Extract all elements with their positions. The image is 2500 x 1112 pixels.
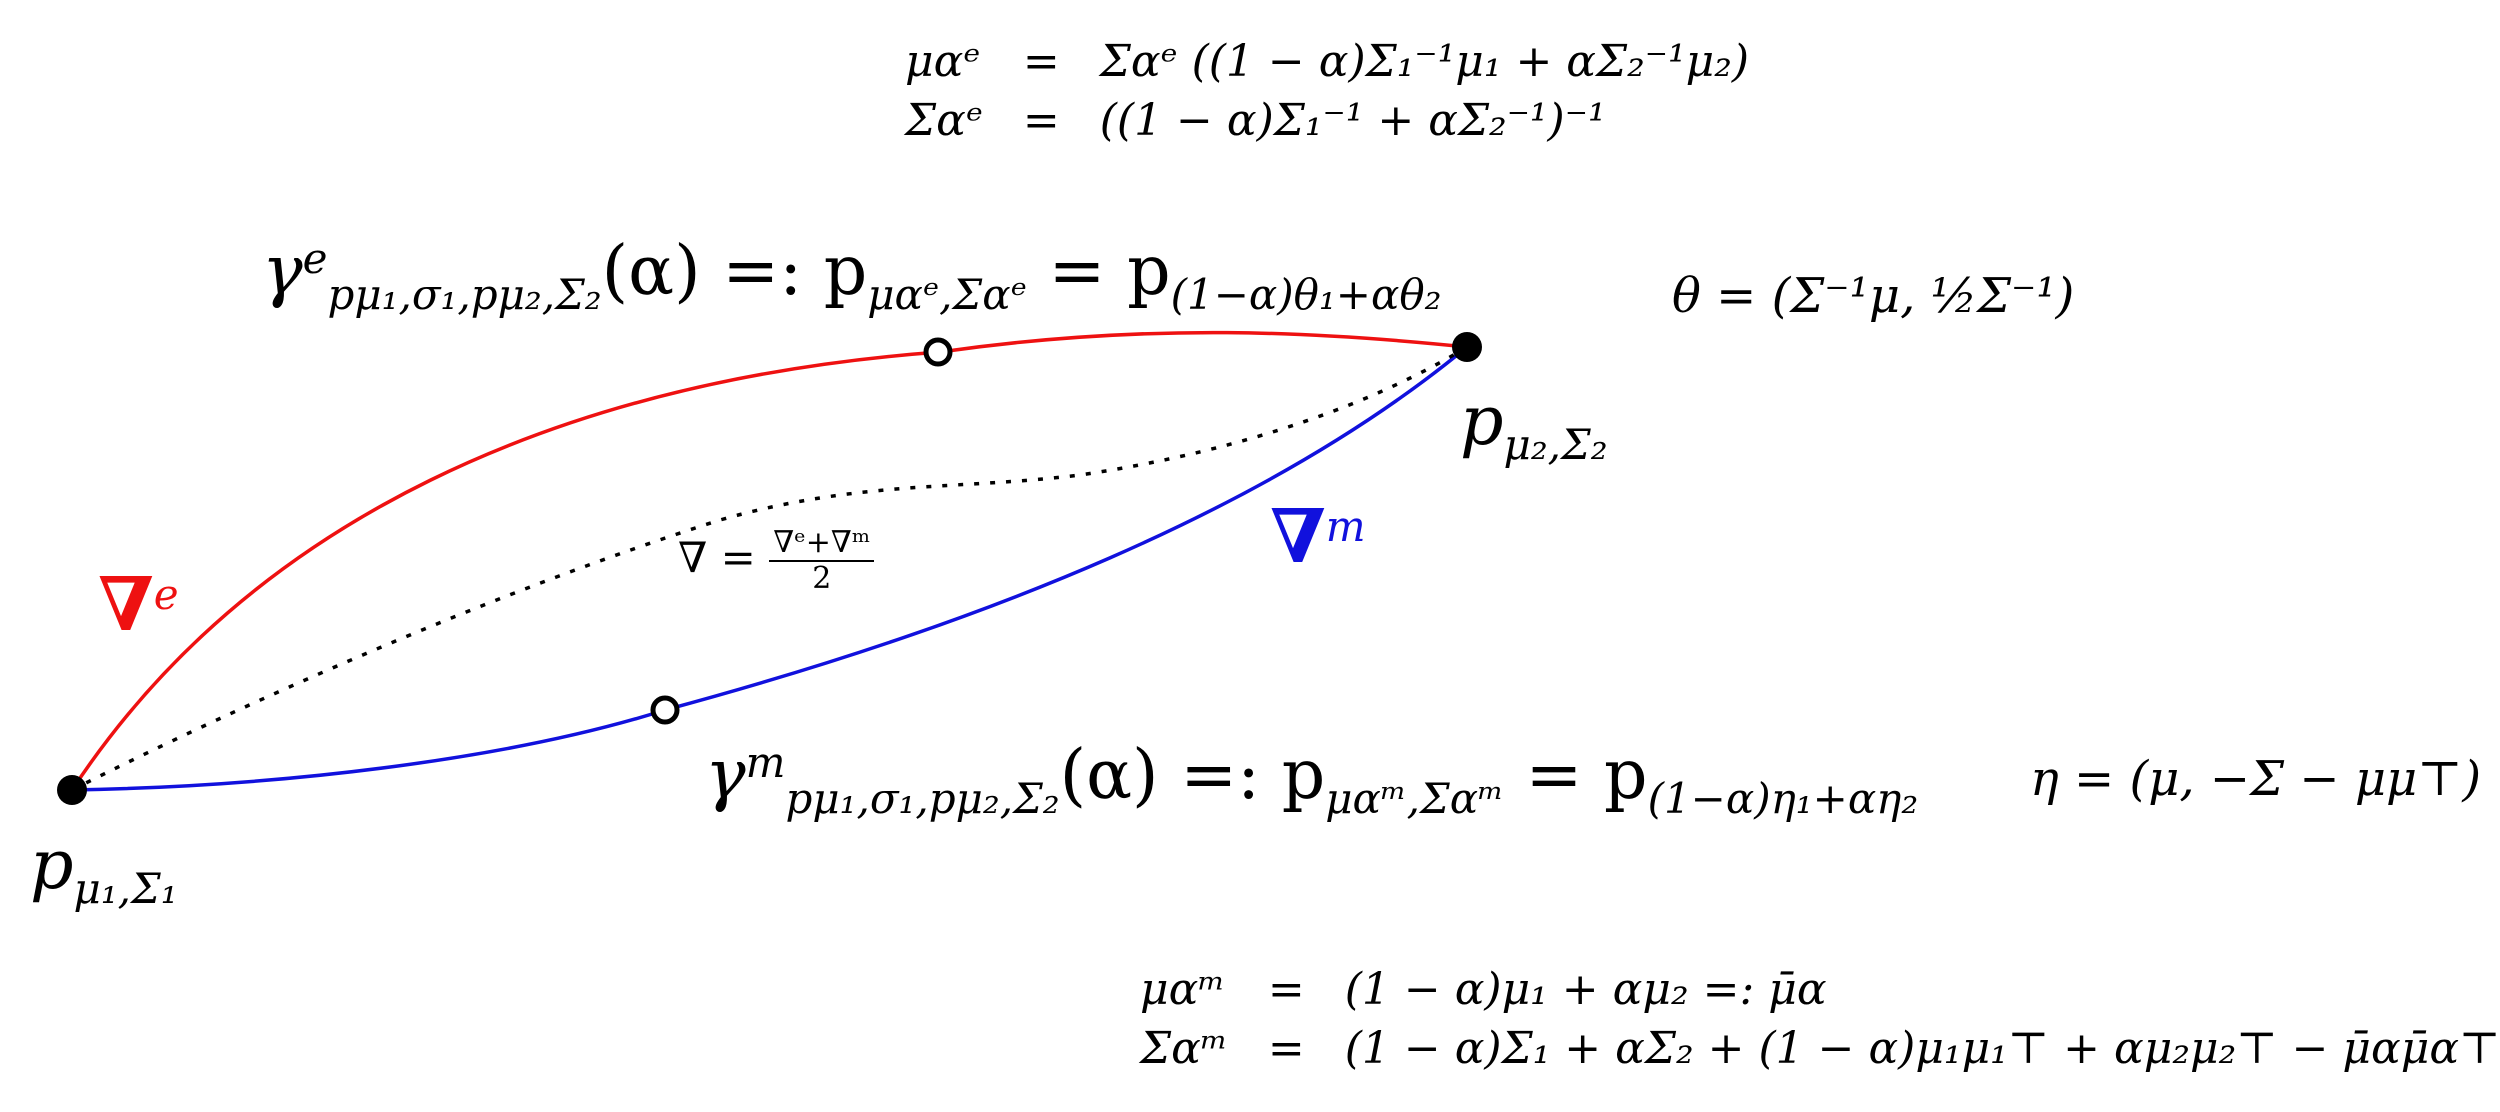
nabla-e-sup: e xyxy=(153,570,179,619)
endpoint-p1-dot xyxy=(57,775,87,805)
m-mean-lhs: μαᵐ xyxy=(1140,964,1226,1015)
m-parameter-equations: μαᵐ = (1 − α)μ₁ + αμ₂ =: μ̄α Σαᵐ = (1 − … xyxy=(1140,960,2500,1078)
p2-subscript: μ₂,Σ₂ xyxy=(1503,419,1608,469)
m-connection-label: ∇m xyxy=(1270,500,1366,574)
nabla-m-symbol: ∇ xyxy=(1270,494,1326,580)
p1-subscript: μ₁,Σ₁ xyxy=(73,863,178,913)
m-gamma-sup: m xyxy=(745,738,786,787)
m-geodesic-midpoint-marker xyxy=(650,695,680,725)
m-geodesic-curve xyxy=(71,345,1469,792)
e-geodesic-label: γepμ₁,σ₁,pμ₂,Σ₂(α) =: pμαᵉ,Σαᵉ = p(1−α)θ… xyxy=(262,238,1441,316)
e-covariance-equation: Σαᵉ = ((1 − α)Σ₁⁻¹ + αΣ₂⁻¹)⁻¹ xyxy=(905,91,1749,150)
m-gamma-sub: pμ₁,σ₁,pμ₂,Σ₂ xyxy=(785,773,1060,823)
m-covariance-equation: Σαᵐ = (1 − α)Σ₁ + αΣ₂ + (1 − α)μ₁μ₁⊤ + α… xyxy=(1140,1019,2500,1078)
e-natural-param-sub: (1−α)θ₁+αθ₂ xyxy=(1170,269,1442,319)
e-p-sub: μαᵉ,Σαᵉ xyxy=(867,269,1027,319)
e-eq-p: = p xyxy=(1026,232,1171,311)
e-mean-equation: μαᵉ = Σαᵉ ((1 − α)Σ₁⁻¹μ₁ + αΣ₂⁻¹μ₂) xyxy=(905,32,1749,91)
e-gamma-rest: (α) =: p xyxy=(601,232,868,311)
endpoint-p2-dot xyxy=(1452,332,1482,362)
endpoint-p2-label: pμ₂,Σ₂ xyxy=(1460,388,1608,466)
m-p-sub: μαᵐ,Σαᵐ xyxy=(1325,773,1504,823)
endpoint-p1-label: pμ₁,Σ₁ xyxy=(30,832,178,910)
mixed-geodesic-curve xyxy=(71,345,1468,792)
theta-definition: θ = (Σ⁻¹μ, ½Σ⁻¹) xyxy=(1672,268,2075,324)
m-mean-equals: = xyxy=(1267,964,1305,1015)
e-geodesic-curve xyxy=(70,330,1468,791)
e-mean-lhs: μαᵉ xyxy=(905,36,981,87)
e-gamma-sup: e xyxy=(302,234,328,283)
e-cov-rhs: ((1 − α)Σ₁⁻¹ + αΣ₂⁻¹)⁻¹ xyxy=(1099,95,1606,146)
e-gamma: γ xyxy=(262,232,303,311)
mixed-connection-label: ∇ = ∇ᵉ+∇ᵐ 2 xyxy=(678,528,875,596)
m-cov-lhs: Σαᵐ xyxy=(1140,1023,1228,1074)
p2-symbol: p xyxy=(1460,382,1504,461)
m-natural-param-sub: (1−α)η₁+αη₂ xyxy=(1647,773,1919,823)
mixed-nabla-lhs: ∇ = xyxy=(678,533,756,582)
m-geodesic-label: γmpμ₁,σ₁,pμ₂,Σ₂(α) =: pμαᵐ,Σαᵐ = p(1−α)η… xyxy=(705,742,1918,820)
p1-symbol: p xyxy=(30,826,74,905)
e-cov-lhs: Σαᵉ xyxy=(905,95,983,146)
e-mean-rhs: Σαᵉ ((1 − α)Σ₁⁻¹μ₁ + αΣ₂⁻¹μ₂) xyxy=(1099,36,1750,87)
mixed-nabla-fraction: ∇ᵉ+∇ᵐ 2 xyxy=(769,528,875,596)
m-mean-rhs: (1 − α)μ₁ + αμ₂ =: μ̄α xyxy=(1344,964,1827,1015)
mixed-nabla-denominator: 2 xyxy=(812,561,832,596)
eta-definition: η = (μ, −Σ − μμ⊤) xyxy=(2030,751,2482,807)
m-cov-rhs: (1 − α)Σ₁ + αΣ₂ + (1 − α)μ₁μ₁⊤ + αμ₂μ₂⊤ … xyxy=(1344,1023,2500,1074)
e-geodesic-midpoint-marker xyxy=(923,337,953,367)
m-mean-equation: μαᵐ = (1 − α)μ₁ + αμ₂ =: μ̄α xyxy=(1140,960,2500,1019)
e-gamma-sub: pμ₁,σ₁,pμ₂,Σ₂ xyxy=(327,269,602,319)
nabla-m-sup: m xyxy=(1325,502,1366,551)
e-parameter-equations: μαᵉ = Σαᵉ ((1 − α)Σ₁⁻¹μ₁ + αΣ₂⁻¹μ₂) Σαᵉ … xyxy=(905,32,1749,150)
mixed-nabla-numerator: ∇ᵉ+∇ᵐ xyxy=(769,528,875,562)
m-eq-p: = p xyxy=(1503,736,1648,815)
nabla-e-symbol: ∇ xyxy=(98,562,154,648)
m-gamma-rest: (α) =: p xyxy=(1059,736,1326,815)
e-connection-label: ∇e xyxy=(98,568,179,642)
e-cov-equals: = xyxy=(1022,95,1060,146)
m-gamma: γ xyxy=(705,736,746,815)
e-mean-equals: = xyxy=(1022,36,1060,87)
m-cov-equals: = xyxy=(1267,1023,1305,1074)
